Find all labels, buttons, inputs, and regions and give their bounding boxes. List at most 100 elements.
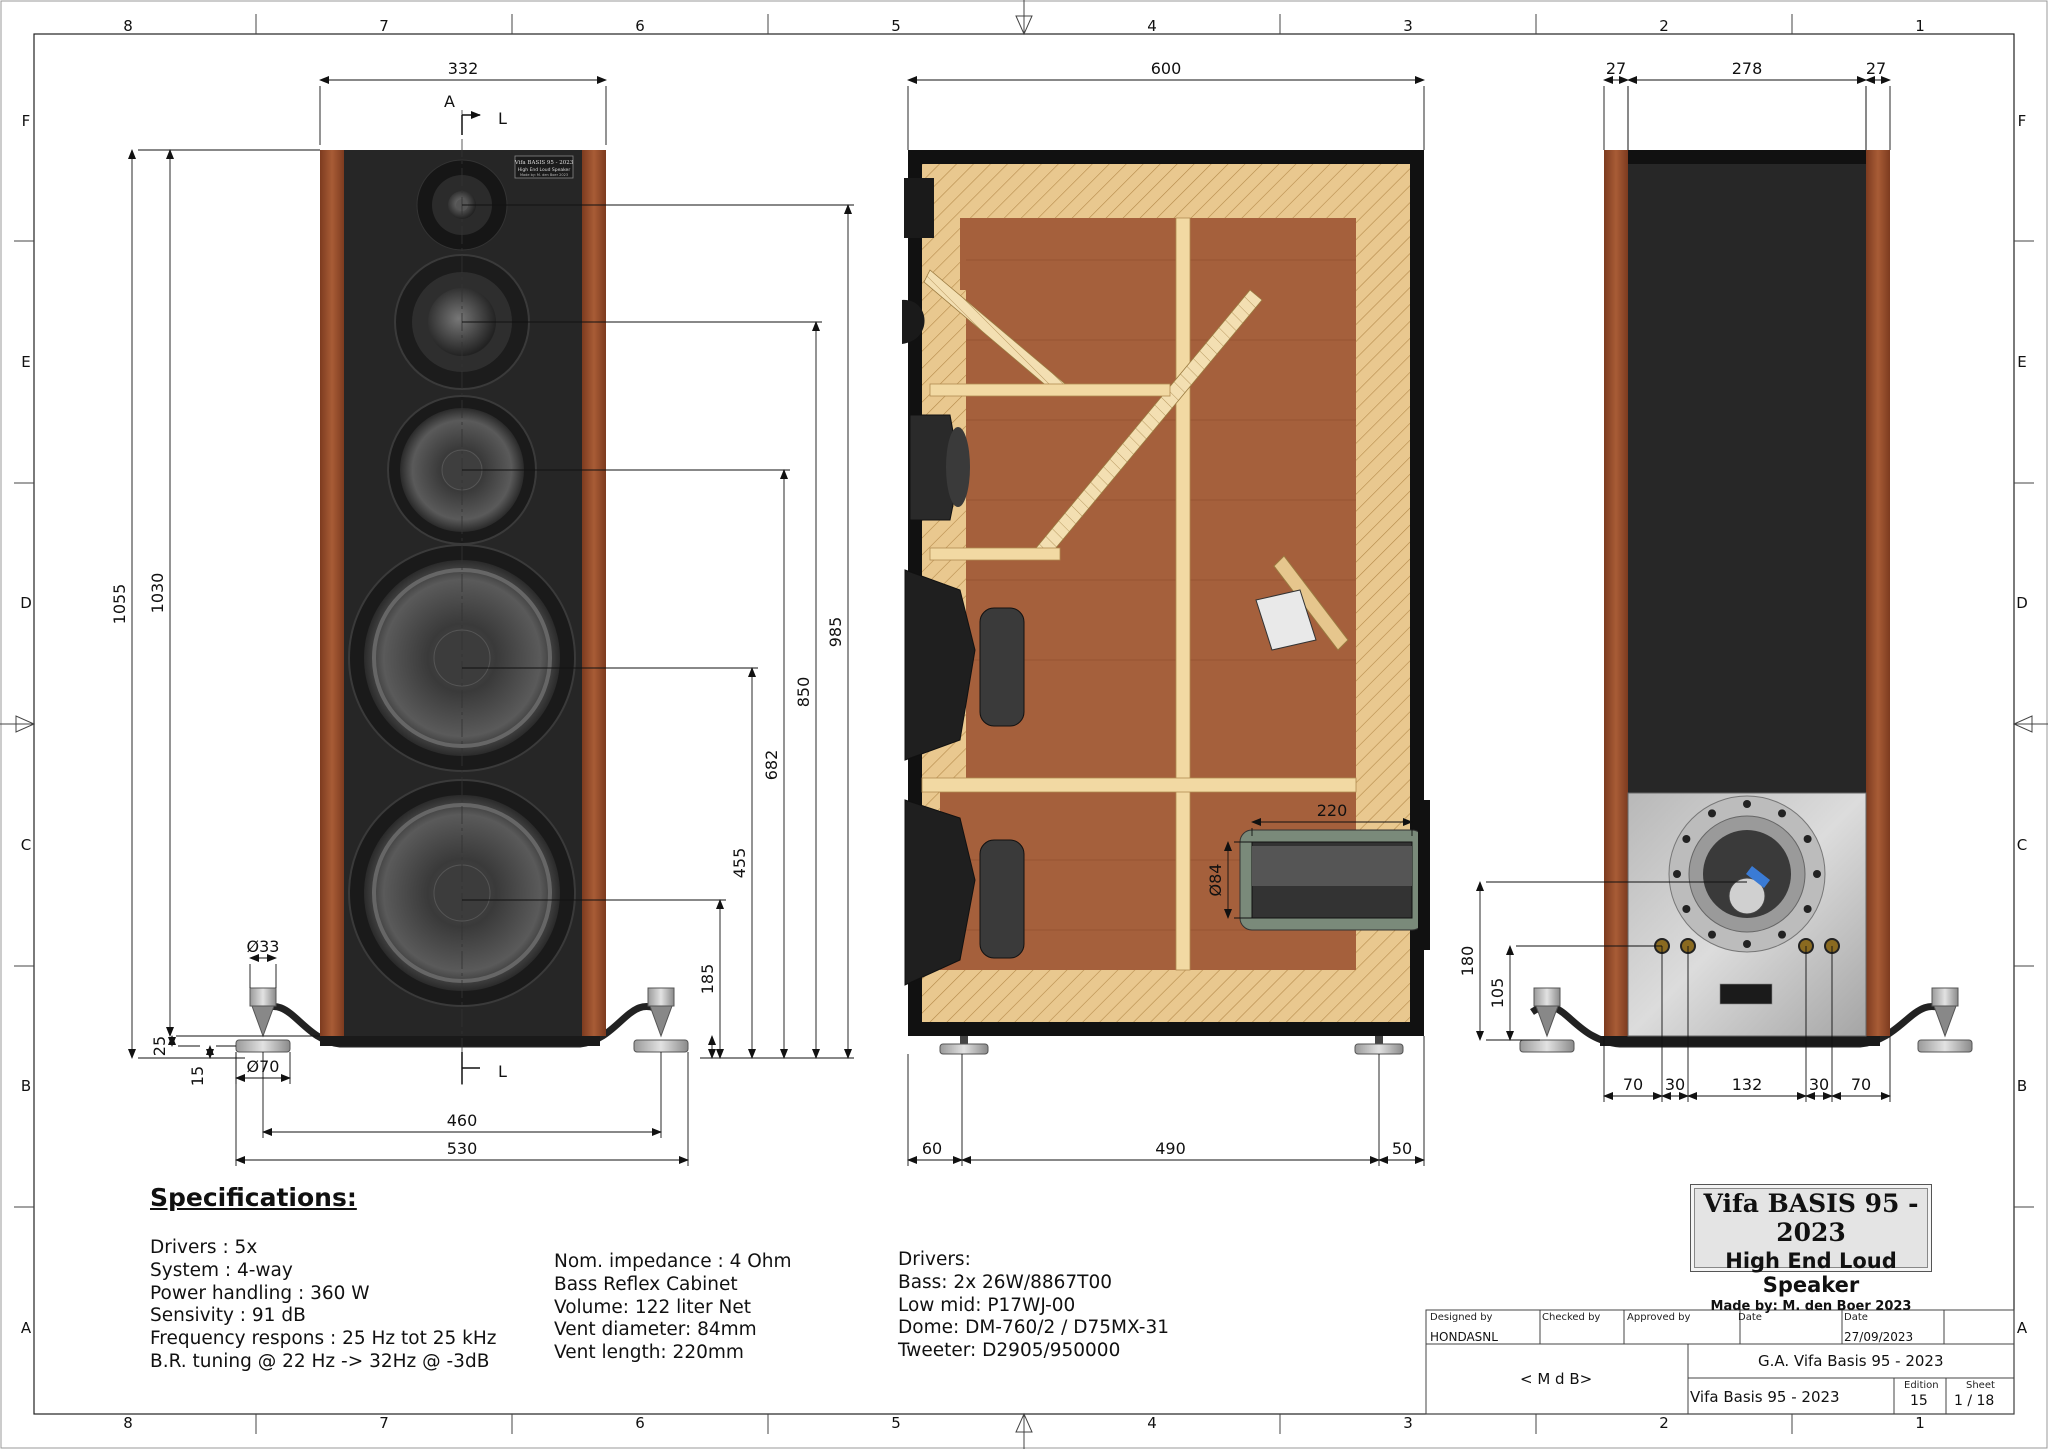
grid-col-label: 6 <box>635 1414 645 1432</box>
dimension-label: 70 <box>1851 1075 1871 1094</box>
bass-driver-upper <box>348 544 576 772</box>
spec-line: Nom. impedance : 4 Ohm <box>554 1251 792 1272</box>
dimension-label: 15 <box>188 1066 207 1086</box>
section-label-l-bottom: L <box>498 1062 507 1081</box>
section-vertical-brace <box>1175 217 1191 971</box>
name-plate-title: Vifa BASIS 95 - 2023 <box>1703 1189 1919 1247</box>
spec-line: Sensivity : 91 dB <box>150 1305 306 1327</box>
grid-col-label: 1 <box>1915 1414 1925 1432</box>
rear-bolt <box>1813 870 1821 878</box>
spec-line: Bass: 2x 26W/8867T00 <box>898 1271 1113 1293</box>
sheet-label: Sheet <box>1966 1380 1995 1391</box>
grid-row-label: D <box>2016 594 2028 612</box>
front-side-right <box>582 150 606 1036</box>
grid-col-label: 5 <box>891 17 901 35</box>
section-view <box>902 150 1430 1055</box>
section-shelf-brace <box>921 777 1357 793</box>
specifications-title: Specifications: <box>150 1183 357 1212</box>
rear-bolt <box>1803 905 1812 913</box>
rear-spike-right <box>1917 987 1973 1053</box>
spec-line: Low mid: P17WJ-00 <box>898 1294 1076 1316</box>
rear-bolt <box>1743 940 1751 948</box>
spec-line: Power handling : 360 W <box>150 1282 370 1304</box>
grid-row-label: C <box>2017 836 2027 854</box>
section-foot-right <box>1354 1036 1404 1055</box>
rear-side-left <box>1604 150 1628 1036</box>
rear-side-right <box>1866 150 1890 1036</box>
grid-row-label: F <box>22 112 31 130</box>
spec-line: System : 4-way <box>150 1259 293 1281</box>
spec-line: Drivers: <box>898 1249 971 1270</box>
spec-line: Drivers : 5x <box>150 1237 258 1258</box>
section-crossover <box>1255 555 1349 651</box>
grid-row-label: E <box>2017 353 2026 371</box>
grid-col-label: 2 <box>1659 17 1669 35</box>
rear-bolt <box>1708 809 1716 818</box>
drawing-date: 27/09/2023 <box>1844 1330 1914 1344</box>
section-rear-terminals <box>1418 800 1430 950</box>
rear-bolt <box>1778 809 1786 818</box>
section-foot-left <box>939 1036 989 1055</box>
section-bass-upper <box>904 569 1025 761</box>
spec-line: Vent diameter: 84mm <box>554 1319 757 1341</box>
dimension-label: Ø84 <box>1206 864 1225 897</box>
designer-logo: < M d B> <box>1520 1370 1593 1388</box>
dimension-label: 332 <box>448 59 479 78</box>
dimension-label: 132 <box>1732 1075 1763 1094</box>
grid-row-label: A <box>2017 1319 2028 1337</box>
grid-row-label: F <box>2018 112 2027 130</box>
title-block-frame <box>1425 1309 2015 1415</box>
rear-badge <box>1719 983 1773 1005</box>
front-badge-line2: High End Loud Speaker <box>518 167 571 173</box>
dimension-label: 27 <box>1866 59 1886 78</box>
name-plate-subtitle: High End Loud Speaker <box>1725 1249 1897 1297</box>
spec-line: Bass Reflex Cabinet <box>554 1273 738 1295</box>
grid-row-label: B <box>21 1077 31 1095</box>
drawing-title: G.A. Vifa Basis 95 - 2023 <box>1758 1352 1944 1370</box>
front-spike-left <box>235 987 291 1053</box>
rear-bolt <box>1673 870 1681 878</box>
spec-line: Volume: 122 liter Net <box>554 1296 751 1318</box>
rear-bolt <box>1682 835 1691 843</box>
front-badge <box>514 155 574 179</box>
designed-by-label: Designed by <box>1430 1312 1493 1323</box>
plinth-base <box>320 1036 600 1046</box>
grid-col-label: 5 <box>891 1414 901 1432</box>
sheet-number: 1 / 18 <box>1954 1393 1995 1409</box>
dimension-label: 460 <box>447 1111 478 1130</box>
section-bass-lower <box>904 799 1025 986</box>
grid-row-label: B <box>2017 1077 2027 1095</box>
section-label-a: A <box>444 92 455 111</box>
grid-col-label: 4 <box>1147 17 1157 35</box>
name-plate-author: Made by: M. den Boer 2023 <box>1710 1299 1912 1314</box>
edition-label: Edition <box>1904 1380 1939 1391</box>
dimension-label: 105 <box>1488 978 1507 1009</box>
dimension-label: 600 <box>1151 59 1182 78</box>
grid-col-label: 8 <box>123 17 133 35</box>
dimension-label: 185 <box>698 964 717 995</box>
dimension-label: 180 <box>1458 946 1477 977</box>
dimension-label: 220 <box>1317 801 1348 820</box>
front-spike-right <box>633 987 689 1053</box>
checked-by-label: Checked by <box>1542 1312 1601 1323</box>
grid-col-label: 4 <box>1147 1414 1157 1432</box>
grid-col-label: 7 <box>379 1414 389 1432</box>
front-view: Vifa BASIS 95 - 2023 High End Loud Speak… <box>235 92 689 1085</box>
drawing-name: Vifa Basis 95 - 2023 <box>1690 1388 1840 1406</box>
front-side-left <box>320 150 344 1036</box>
section-cavity-upper <box>966 218 1356 778</box>
grid-row-label: C <box>21 836 31 854</box>
date-label-2: Date <box>1844 1312 1868 1323</box>
section-label-l-top: L <box>498 109 507 128</box>
dimension-label: 1055 <box>110 584 129 625</box>
front-badge-line1: Vifa BASIS 95 - 2023 <box>514 160 574 166</box>
section-lowmid <box>909 414 970 521</box>
dimension-label: 682 <box>762 750 781 781</box>
dimension-label: 1030 <box>148 573 167 614</box>
spec-line: Dome: DM-760/2 / D75MX-31 <box>898 1317 1169 1339</box>
grid-row-label: D <box>20 594 32 612</box>
dimension-label: 850 <box>794 677 813 708</box>
